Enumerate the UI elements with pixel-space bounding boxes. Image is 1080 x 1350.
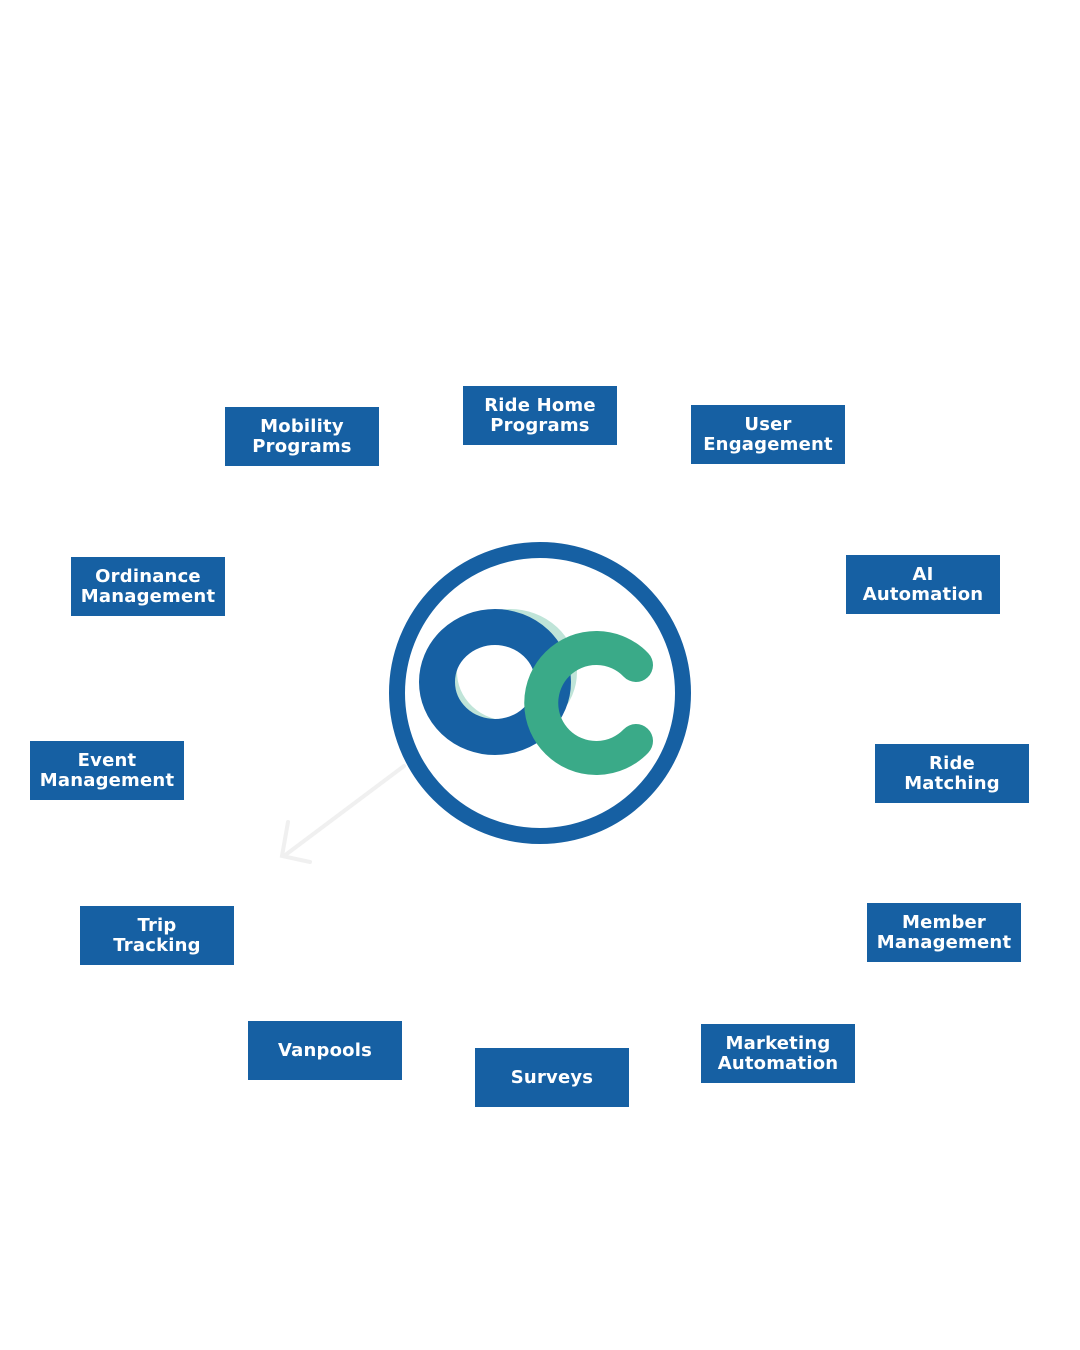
item-trip-tracking: Trip Tracking xyxy=(80,906,234,965)
item-label: AI Automation xyxy=(862,563,984,605)
item-ride-home-programs: Ride Home Programs xyxy=(463,386,617,445)
item-user-engagement: User Engagement xyxy=(691,405,845,464)
item-label: Marketing Automation xyxy=(717,1032,839,1074)
logo-letter-c xyxy=(524,631,653,775)
item-marketing-automation: Marketing Automation xyxy=(701,1024,855,1083)
item-surveys: Surveys xyxy=(475,1048,629,1107)
arrow-icon xyxy=(279,764,406,864)
item-ordinance-management: Ordinance Management xyxy=(71,557,225,616)
item-member-management: Member Management xyxy=(867,903,1021,962)
item-label: Member Management xyxy=(876,911,1012,953)
item-label: Surveys xyxy=(510,1066,594,1088)
item-label: Vanpools xyxy=(277,1039,372,1061)
item-label: Ride Home Programs xyxy=(484,394,596,436)
item-ai-automation: AI Automation xyxy=(846,555,1000,614)
item-label: Ordinance Management xyxy=(80,565,216,607)
item-label: Mobility Programs xyxy=(252,415,352,457)
item-label: Event Management xyxy=(39,749,175,791)
item-ride-matching: Ride Matching xyxy=(875,744,1029,803)
item-mobility-programs: Mobility Programs xyxy=(225,407,379,466)
item-event-management: Event Management xyxy=(30,741,184,800)
item-label: Trip Tracking xyxy=(113,914,201,956)
item-label: User Engagement xyxy=(703,413,833,455)
item-label: Ride Matching xyxy=(904,752,1000,794)
item-vanpools: Vanpools xyxy=(248,1021,402,1080)
